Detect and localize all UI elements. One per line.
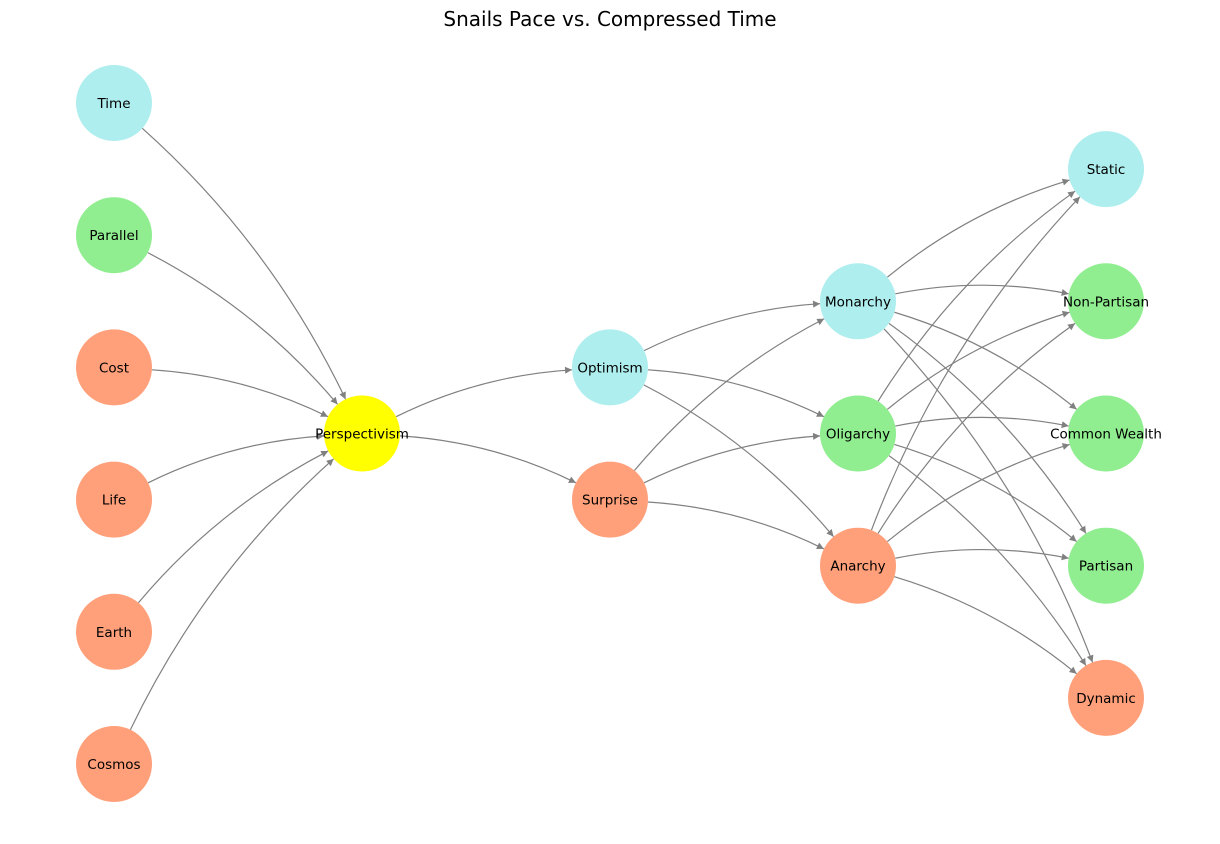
edge-anarchy-to-partisan: [895, 548, 1069, 561]
node-commonwealth-label: Common Wealth: [1050, 427, 1162, 443]
edge-optimism-to-anarchy: [643, 384, 835, 537]
node-partisan-label: Partisan: [1079, 559, 1133, 575]
edge-time-to-perspectivism: [141, 127, 347, 400]
node-partisan: Partisan: [1068, 527, 1144, 604]
node-dynamic: Dynamic: [1068, 659, 1144, 736]
node-monarchy-circle: [820, 263, 896, 340]
edge-parallel-to-perspectivism: [147, 252, 339, 405]
edge-monarchy-to-partisan: [888, 322, 1087, 534]
edge-cosmos-to-perspectivism: [129, 458, 335, 730]
edge-perspectivism-to-optimism: [395, 366, 573, 418]
edge-surprise-to-anarchy: [647, 501, 825, 550]
edge-anarchy-to-commonwealth: [886, 443, 1070, 543]
node-oligarchy: Oligarchy: [820, 395, 896, 472]
node-oligarchy-circle: [820, 395, 896, 472]
edge-monarchy-to-commonwealth: [894, 311, 1078, 410]
node-life-circle: [76, 461, 152, 538]
node-partisan-circle: [1068, 527, 1144, 604]
node-life-label: Life: [102, 493, 126, 509]
node-parallel-circle: [76, 197, 152, 274]
edge-surprise-to-monarchy: [633, 318, 825, 471]
edge-perspectivism-to-surprise: [399, 435, 577, 484]
node-nonpartisan: Non-Partisan: [1063, 263, 1149, 340]
node-static: Static: [1068, 131, 1144, 208]
node-time: Time: [76, 65, 152, 141]
diagram-title: Snails Pace vs. Compressed Time: [443, 7, 776, 31]
node-nonpartisan-circle: [1068, 263, 1144, 340]
edge-cost-to-perspectivism: [151, 369, 329, 418]
edge-earth-to-perspectivism: [137, 450, 329, 604]
edge-oligarchy-to-dynamic: [888, 455, 1087, 666]
node-surprise: Surprise: [572, 461, 648, 538]
edge-monarchy-to-dynamic: [883, 328, 1094, 663]
edge-optimism-to-oligarchy: [647, 369, 825, 418]
node-life: Life: [76, 461, 152, 538]
edge-surprise-to-oligarchy: [643, 432, 821, 484]
node-optimism: Optimism: [572, 329, 648, 406]
node-static-label: Static: [1087, 162, 1126, 178]
edge-monarchy-to-static: [886, 178, 1070, 278]
node-surprise-label: Surprise: [582, 493, 638, 509]
node-oligarchy-label: Oligarchy: [826, 427, 890, 443]
node-perspectivism: Perspectivism: [315, 395, 409, 472]
edge-anarchy-to-nonpartisan: [877, 322, 1076, 534]
node-monarchy: Monarchy: [820, 263, 896, 340]
edge-oligarchy-to-static: [877, 190, 1076, 402]
node-commonwealth: Common Wealth: [1050, 395, 1162, 472]
node-time-label: Time: [96, 96, 130, 112]
node-parallel: Parallel: [76, 197, 152, 274]
node-cosmos-circle: [76, 726, 152, 802]
node-cosmos: Cosmos: [76, 726, 152, 802]
edge-oligarchy-to-partisan: [894, 443, 1078, 543]
edge-life-to-perspectivism: [147, 432, 325, 484]
node-perspectivism-label: Perspectivism: [315, 427, 409, 443]
edge-monarchy-to-nonpartisan: [895, 284, 1069, 296]
node-earth-circle: [76, 593, 152, 670]
node-cosmos-label: Cosmos: [87, 757, 140, 773]
node-anarchy: Anarchy: [820, 527, 896, 604]
node-optimism-circle: [572, 329, 648, 406]
node-static-circle: [1068, 131, 1144, 208]
edge-optimism-to-monarchy: [643, 300, 821, 352]
node-perspectivism-circle: [324, 395, 400, 472]
node-cost: Cost: [76, 329, 152, 406]
node-earth-label: Earth: [96, 625, 132, 641]
edge-layer: [129, 127, 1094, 730]
node-nonpartisan-label: Non-Partisan: [1063, 294, 1149, 310]
node-cost-label: Cost: [99, 360, 129, 376]
node-dynamic-circle: [1068, 659, 1144, 736]
node-anarchy-circle: [820, 527, 896, 604]
edge-oligarchy-to-nonpartisan: [886, 310, 1070, 410]
node-parallel-label: Parallel: [89, 228, 138, 244]
edge-oligarchy-to-commonwealth: [895, 416, 1069, 429]
edge-anarchy-to-static: [870, 196, 1081, 531]
node-monarchy-label: Monarchy: [825, 294, 891, 310]
node-dynamic-label: Dynamic: [1076, 691, 1136, 707]
edge-anarchy-to-dynamic: [894, 576, 1078, 675]
node-commonwealth-circle: [1068, 395, 1144, 472]
node-surprise-circle: [572, 461, 648, 538]
node-earth: Earth: [76, 593, 152, 670]
node-cost-circle: [76, 329, 152, 406]
node-optimism-label: Optimism: [577, 360, 642, 376]
node-time-circle: [76, 65, 152, 141]
node-anarchy-label: Anarchy: [830, 559, 885, 575]
